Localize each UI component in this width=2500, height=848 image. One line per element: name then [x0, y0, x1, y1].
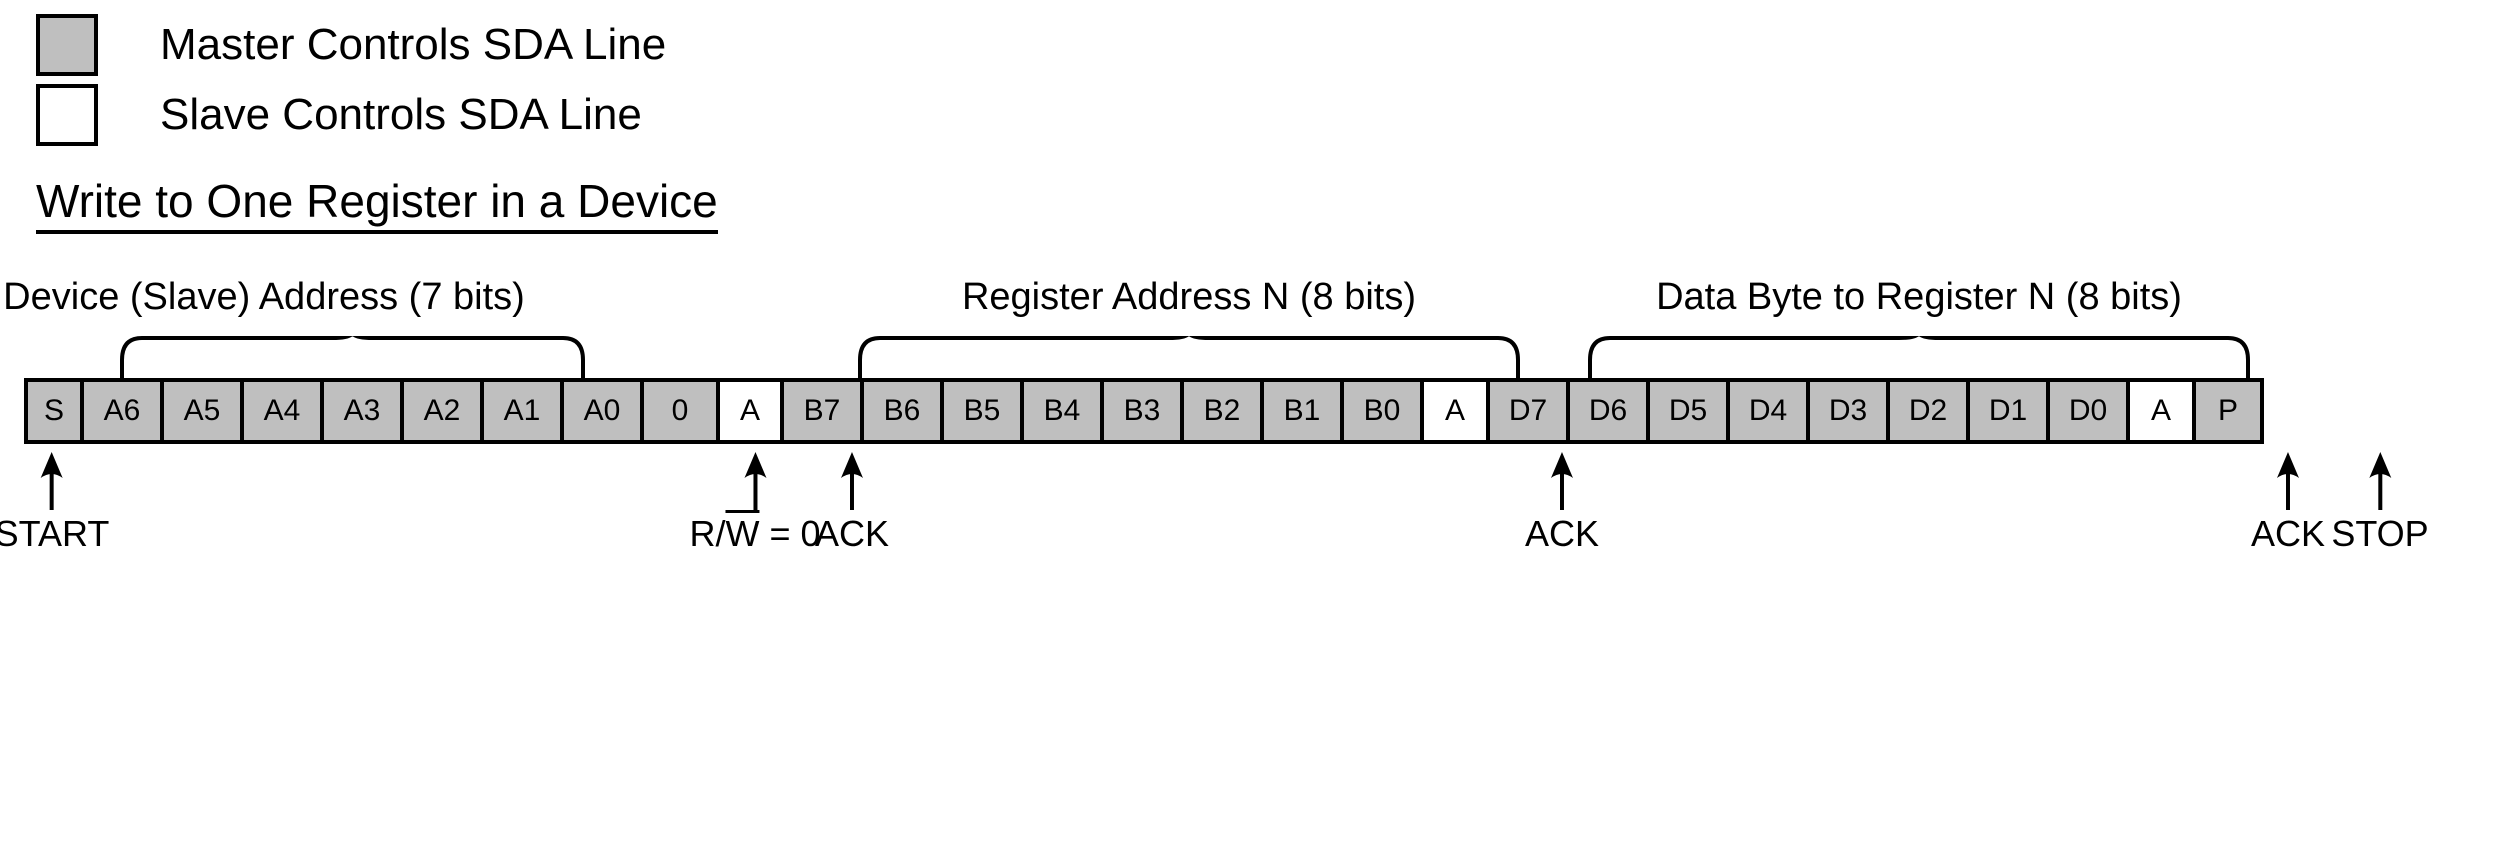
- section-label-3: Data Byte to Register N (8 bits): [1656, 276, 2182, 318]
- frame-cell-d6-20: D6: [1570, 382, 1650, 440]
- frame-cell-0-8: 0: [644, 382, 720, 440]
- arrow-up-icon: [39, 452, 65, 510]
- frame-cell-a0-7: A0: [564, 382, 644, 440]
- arrow-up-icon: [839, 452, 865, 510]
- frame-cell-d1-25: D1: [1970, 382, 2050, 440]
- frame-cell-a4-3: A4: [244, 382, 324, 440]
- overline-w: W: [725, 513, 760, 554]
- annotation-label-ack-2: ACK: [1524, 513, 1600, 554]
- legend-swatch-master-icon: [36, 14, 98, 76]
- frame-cell-b6-11: B6: [864, 382, 944, 440]
- frame-cell-d4-22: D4: [1730, 382, 1810, 440]
- frame-cell-d2-24: D2: [1890, 382, 1970, 440]
- arrow-up-icon: [1549, 452, 1575, 510]
- section-label-1: Device (Slave) Address (7 bits): [3, 276, 525, 318]
- legend-item-slave: Slave Controls SDA Line: [36, 84, 642, 146]
- annotation-label-ack-3: ACK: [2250, 513, 2326, 554]
- frame-cell-d0-26: D0: [2050, 382, 2130, 440]
- annotation-ack-1: ACK: [815, 452, 889, 552]
- annotation-read-write: R/W = 0: [689, 452, 821, 554]
- arrow-up-icon: [2275, 452, 2301, 510]
- legend-item-master: Master Controls SDA Line: [36, 14, 666, 76]
- frame-cell-s-0: S: [28, 382, 84, 440]
- section-brace-2: [858, 336, 1520, 390]
- frame-cell-d3-23: D3: [1810, 382, 1890, 440]
- frame-cell-a5-2: A5: [164, 382, 244, 440]
- frame-cell-b3-14: B3: [1104, 382, 1184, 440]
- page-title: Write to One Register in a Device: [36, 178, 718, 234]
- frame-cell-b5-12: B5: [944, 382, 1024, 440]
- frame-cell-b0-17: B0: [1344, 382, 1424, 440]
- frame-cell-d5-21: D5: [1650, 382, 1730, 440]
- frame-cell-b7-10: B7: [784, 382, 864, 440]
- frame-cell-a-27: A: [2130, 382, 2196, 440]
- frame-cell-a-9: A: [720, 382, 784, 440]
- frame-cell-a-18: A: [1424, 382, 1490, 440]
- frame-cell-a2-5: A2: [404, 382, 484, 440]
- frame-cell-a1-6: A1: [484, 382, 564, 440]
- frame-cell-a3-4: A3: [324, 382, 404, 440]
- annotation-label-stop: STOP: [2331, 513, 2429, 554]
- frame-cell-b4-13: B4: [1024, 382, 1104, 440]
- annotation-label-ack-1: ACK: [814, 513, 890, 554]
- frame-cell-b1-16: B1: [1264, 382, 1344, 440]
- annotation-ack-3: ACK: [2251, 452, 2325, 552]
- legend-label-slave: Slave Controls SDA Line: [160, 90, 642, 139]
- frame-cell-d7-19: D7: [1490, 382, 1570, 440]
- legend-label-master: Master Controls SDA Line: [160, 20, 667, 69]
- annotation-label-start: START: [0, 513, 110, 554]
- legend-swatch-slave-icon: [36, 84, 98, 146]
- annotation-label-read-write: R/W = 0: [689, 513, 821, 554]
- annotation-start: START: [0, 452, 109, 552]
- frame-cell-b2-15: B2: [1184, 382, 1264, 440]
- section-label-2: Register Address N (8 bits): [961, 276, 1417, 318]
- annotation-ack-2: ACK: [1525, 452, 1599, 552]
- section-brace-3: [1588, 336, 2250, 390]
- frame-cell-p-28: P: [2196, 382, 2260, 440]
- frame-cell-a6-1: A6: [84, 382, 164, 440]
- annotation-stop: STOP: [2331, 452, 2429, 554]
- arrow-up-icon: [742, 452, 768, 510]
- arrow-up-icon: [2367, 452, 2393, 510]
- section-brace-1: [120, 336, 585, 390]
